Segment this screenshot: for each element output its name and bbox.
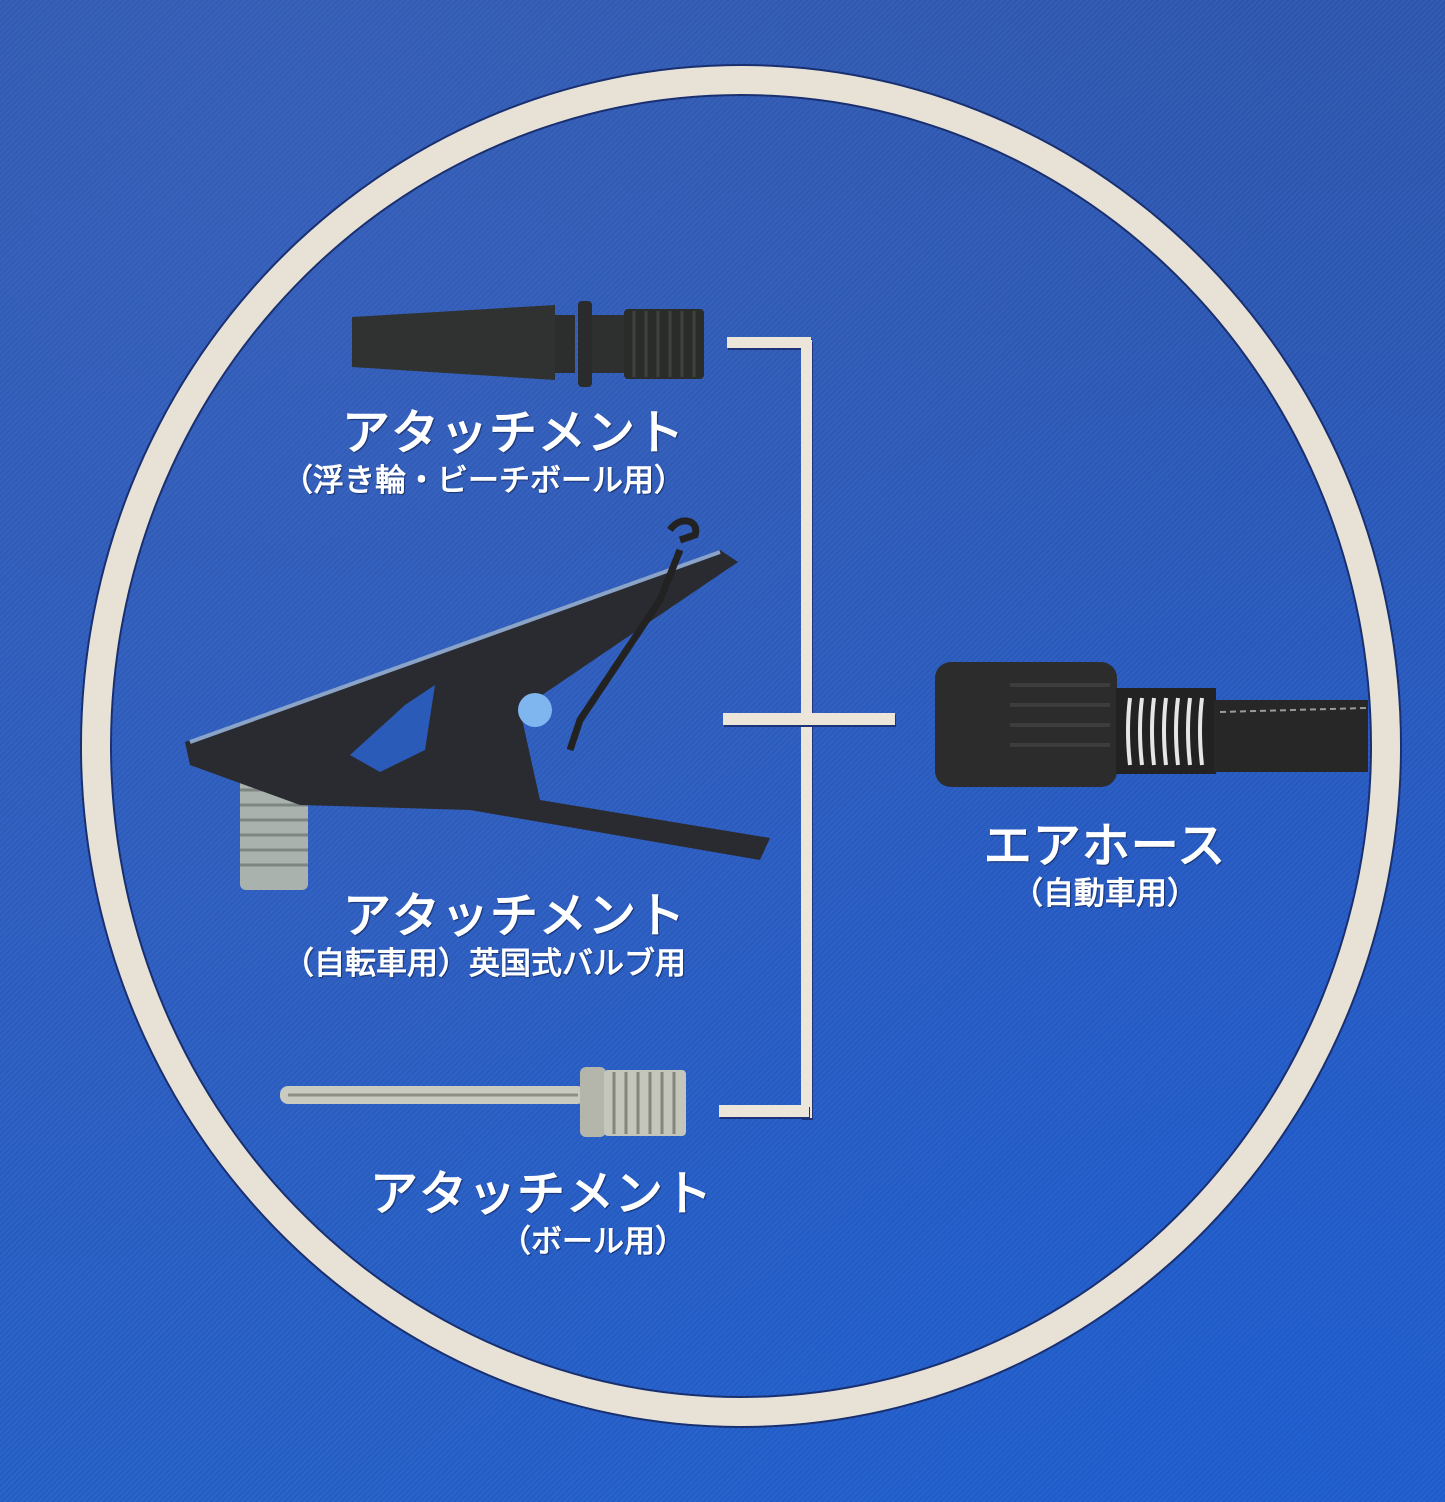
tapered-nozzle-icon (352, 301, 704, 387)
bracket-top (727, 337, 811, 348)
float-attachment-title: アタッチメント (341, 405, 685, 461)
air-hose-icon (935, 662, 1368, 787)
bicycle-attachment-subtitle: （自転車用）英国式バルブ用 (283, 946, 686, 982)
ball-attachment-label: アタッチメント （ボール用） (370, 1166, 714, 1262)
air-hose-label: エアホース （自動車用） (960, 818, 1250, 914)
float-attachment-subtitle: （浮き輪・ビーチボール用） (282, 463, 685, 499)
clip-valve-icon (185, 517, 770, 890)
bracket-cross (723, 713, 895, 725)
float-attachment-label: アタッチメント （浮き輪・ビーチボール用） (230, 405, 685, 501)
air-hose-title: エアホース (983, 818, 1227, 874)
needle-icon (280, 1067, 686, 1137)
ball-attachment-title: アタッチメント (370, 1166, 714, 1222)
bicycle-attachment-title: アタッチメント (342, 888, 686, 944)
bracket-vertical (801, 340, 812, 1118)
ball-attachment-subtitle: （ボール用） (500, 1224, 686, 1260)
air-hose-subtitle: （自動車用） (1012, 876, 1198, 912)
bracket-bottom (719, 1105, 809, 1117)
bicycle-attachment-label: アタッチメント （自転車用）英国式バルブ用 (220, 888, 686, 984)
